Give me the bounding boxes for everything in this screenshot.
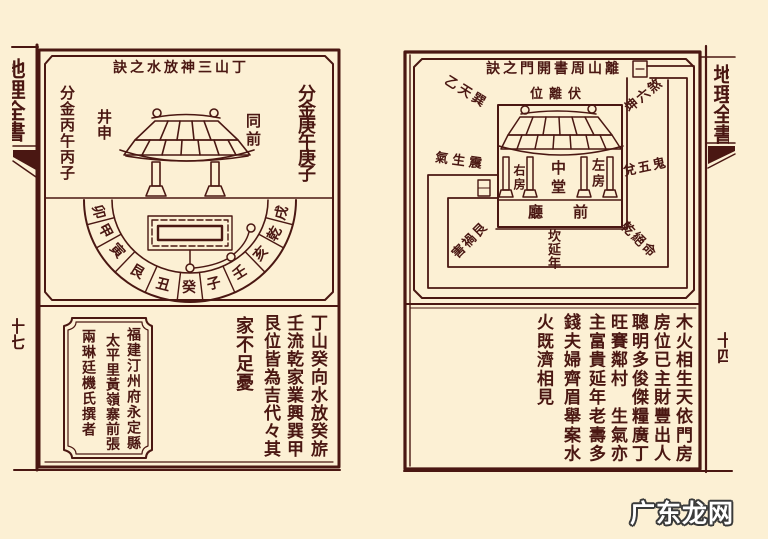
- text-column: 錢夫婦齊眉舉案水: [560, 313, 580, 464]
- cartouche-line: 兩琳廷機氏撰者: [80, 329, 96, 438]
- left-gutter-title-strip: 地理全書: [12, 56, 36, 144]
- right-page-title: 離山周書開門之訣: [486, 61, 622, 77]
- left-compass-ring: [83, 199, 297, 303]
- right-page-number: 十四: [714, 332, 728, 364]
- left-author-cartouche: [63, 317, 153, 459]
- text-column: 旺賽鄰村 生氣亦: [607, 313, 627, 464]
- site-watermark: 广东龙网: [630, 499, 735, 528]
- left-water-flow-path: [185, 223, 256, 273]
- left-page-number: 十七: [12, 318, 25, 350]
- text-column: 聰明多俊傑糧廣丁: [628, 313, 648, 464]
- right-pavilion-drawing: [498, 104, 624, 198]
- corner-box-symbol: [632, 60, 648, 78]
- cartouche-line: 福建汀州府永定縣: [125, 327, 141, 451]
- label-right-room: 右房: [512, 164, 526, 192]
- text-column: 火既濟相見: [533, 313, 553, 407]
- text-column: 丁山癸向水放癸旂: [307, 314, 327, 458]
- left-page-number-strip: 十七: [12, 318, 34, 358]
- left-gutter-title: 地理全書: [12, 58, 27, 142]
- right-gutter-frame: [403, 44, 736, 474]
- ring-char: 癸: [182, 280, 196, 296]
- right-fishtail-mark: [708, 146, 735, 164]
- right-gutter-title: 地理全書: [710, 64, 729, 144]
- left-page-title: 丁山三神放水之訣: [113, 60, 249, 76]
- label-front-hall: 前廳: [528, 203, 619, 221]
- left-gutter-frame: [11, 43, 341, 472]
- text-column: 房位已主財豐出人: [650, 313, 670, 464]
- label-outer-right: 分金庚午庚子: [295, 84, 316, 180]
- left-desk-symbol: [147, 215, 233, 251]
- cartouche-line: 太平里黃嶺寨前張: [104, 333, 120, 452]
- label-bottom: 坎延年: [545, 229, 560, 270]
- label-center-hall: 中堂: [549, 160, 567, 198]
- text-column: 主富貴延年老壽多: [585, 313, 605, 464]
- right-page-frame: [403, 50, 702, 471]
- right-building-box: [495, 104, 628, 230]
- right-enclosure-walls: [427, 60, 695, 289]
- text-column: 艮位皆為吉代々其: [260, 314, 280, 458]
- left-page-frame: [37, 48, 341, 469]
- label-left-room: 左房: [589, 158, 604, 190]
- left-fishtail-mark: [13, 150, 36, 170]
- label-top: 伏離位: [530, 87, 588, 102]
- right-page-number-strip: 十四: [713, 332, 728, 370]
- text-column: 家不足憂: [233, 316, 254, 392]
- label-inner-right: 同前: [244, 113, 262, 149]
- label-inner-left: 井申: [95, 109, 113, 141]
- label-outer-left: 分金丙午丙子: [58, 85, 76, 181]
- text-column: 壬流乾家業興巽甲: [283, 314, 303, 458]
- text-column: 木火相生天依門房: [672, 313, 692, 464]
- right-gutter-title-strip: 地理全書: [710, 64, 729, 144]
- left-pavilion-drawing: [119, 108, 255, 197]
